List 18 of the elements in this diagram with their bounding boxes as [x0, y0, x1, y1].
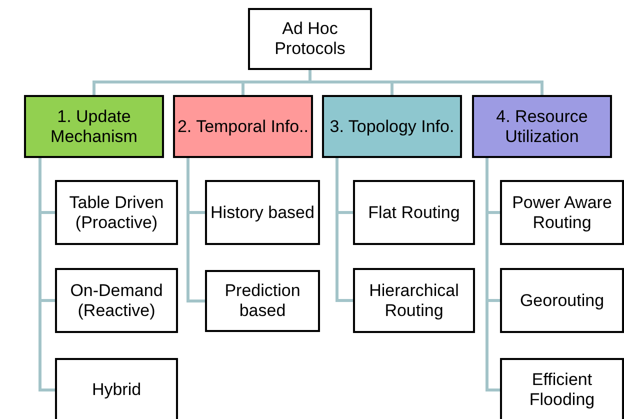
subcategory-box: Prediction based — [205, 270, 320, 332]
category-box: 4. Resource Utilization — [472, 95, 612, 158]
subcategory-box: Hierarchical Routing — [353, 268, 475, 333]
subcategory-box: History based — [205, 180, 320, 245]
category-box: 1. Update Mechanism — [24, 95, 164, 158]
subcategory-box: Table Driven (Proactive) — [55, 180, 178, 245]
connector-line — [38, 158, 55, 392]
root-box: Ad Hoc Protocols — [248, 8, 372, 70]
category-box: 2. Temporal Info.. — [173, 95, 313, 158]
subcategory-box: Efficient Flooding — [500, 358, 624, 419]
connector-line — [308, 70, 544, 95]
subcategory-box: Flat Routing — [353, 180, 475, 245]
subcategory-box: Power Aware Routing — [500, 180, 624, 245]
subcategory-box: On-Demand (Reactive) — [55, 268, 178, 333]
category-box: 3. Topology Info. — [322, 95, 462, 158]
connector-line — [486, 158, 500, 392]
subcategory-box: Georouting — [500, 268, 624, 333]
subcategory-box: Hybrid — [55, 358, 178, 419]
